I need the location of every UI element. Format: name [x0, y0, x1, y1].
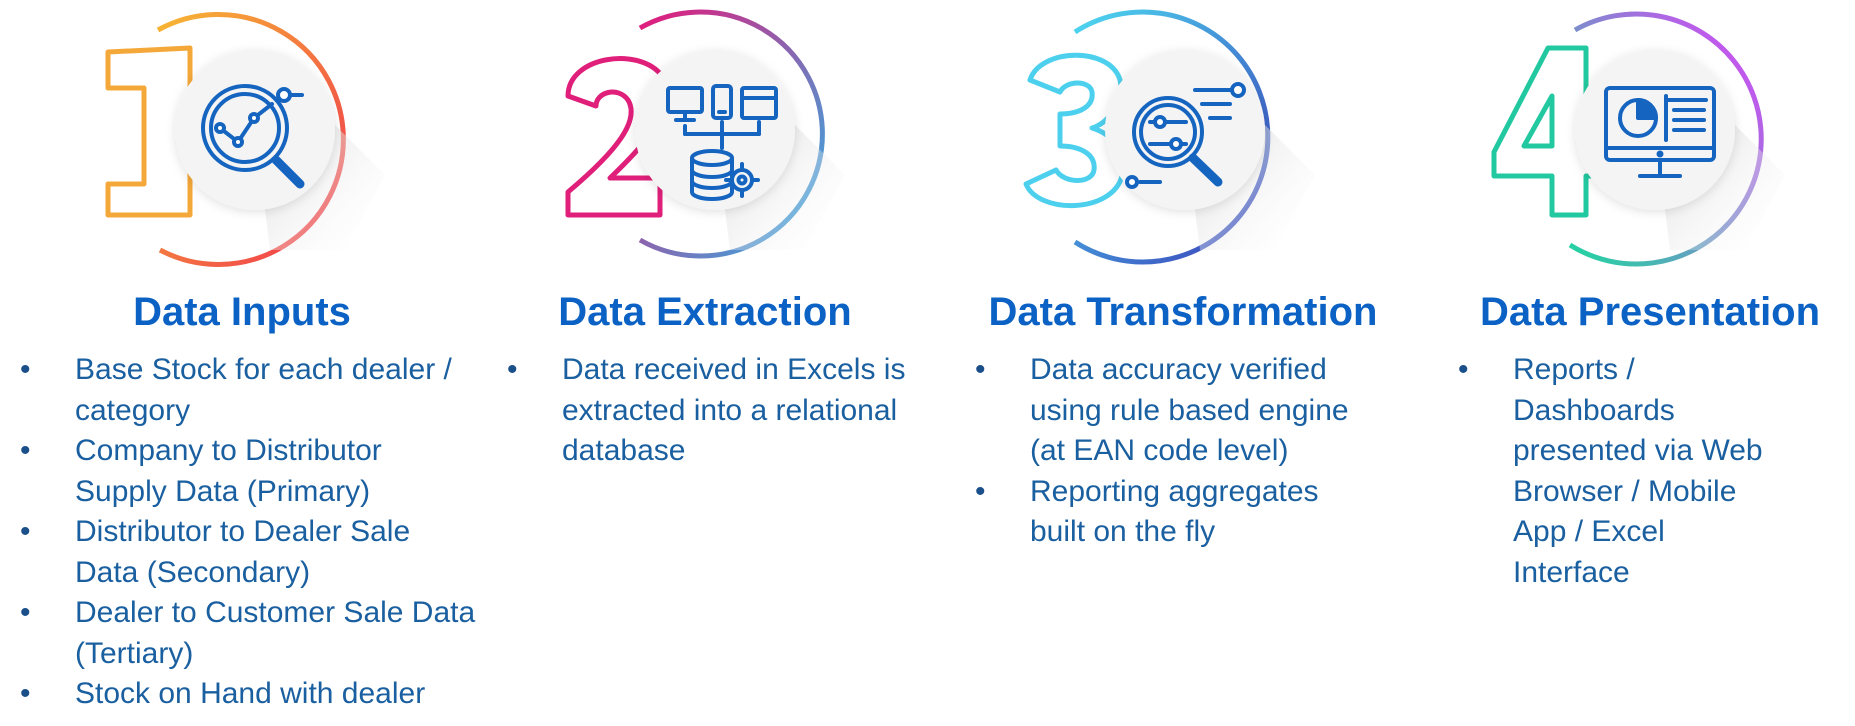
analytics-magnifier-icon [201, 84, 305, 189]
step-4-graphic [1491, 11, 1785, 267]
step-4-title: Data Presentation [1479, 290, 1821, 334]
bullet-item: Data accuracy verified using rule based … [975, 350, 1370, 472]
step-3-bullet-list: Data accuracy verified using rule based … [975, 350, 1370, 553]
step-1-title: Data Inputs [133, 290, 351, 334]
step-4-ring [1568, 11, 1764, 267]
magnifier-settings-icon [1125, 82, 1246, 189]
bullet-item: Base Stock for each dealer / category [20, 350, 480, 431]
bullet-item: Stock on Hand with dealer [20, 674, 480, 715]
step-3-graphic [1023, 9, 1315, 265]
step-2-title: Data Extraction [558, 290, 852, 334]
bullet-item: Data received in Excels is extracted int… [507, 350, 907, 472]
step-4-bullet-list: Reports / Dashboards presented via Web B… [1458, 350, 1788, 593]
step-1-graphic [105, 11, 385, 267]
bullet-item: Reports / Dashboards presented via Web B… [1458, 350, 1788, 593]
bullet-item: Company to Distributor Supply Data (Prim… [20, 431, 480, 512]
bullet-item: Distributor to Dealer Sale Data (Seconda… [20, 512, 480, 593]
step-1-bullet-list: Base Stock for each dealer / categoryCom… [20, 350, 480, 715]
bullet-item: Reporting aggregates built on the fly [975, 472, 1370, 553]
step-2-ring [638, 9, 825, 259]
step-2-bullet-list: Data received in Excels is extracted int… [507, 350, 907, 472]
step-3-title: Data Transformation [988, 290, 1378, 334]
step-2-numeral [565, 56, 670, 218]
bullet-item: Dealer to Customer Sale Data (Tertiary) [20, 593, 480, 674]
database-network-gear-icon [666, 84, 778, 201]
monitor-dashboard-icon [1604, 86, 1716, 178]
step-2-graphic [565, 9, 845, 259]
